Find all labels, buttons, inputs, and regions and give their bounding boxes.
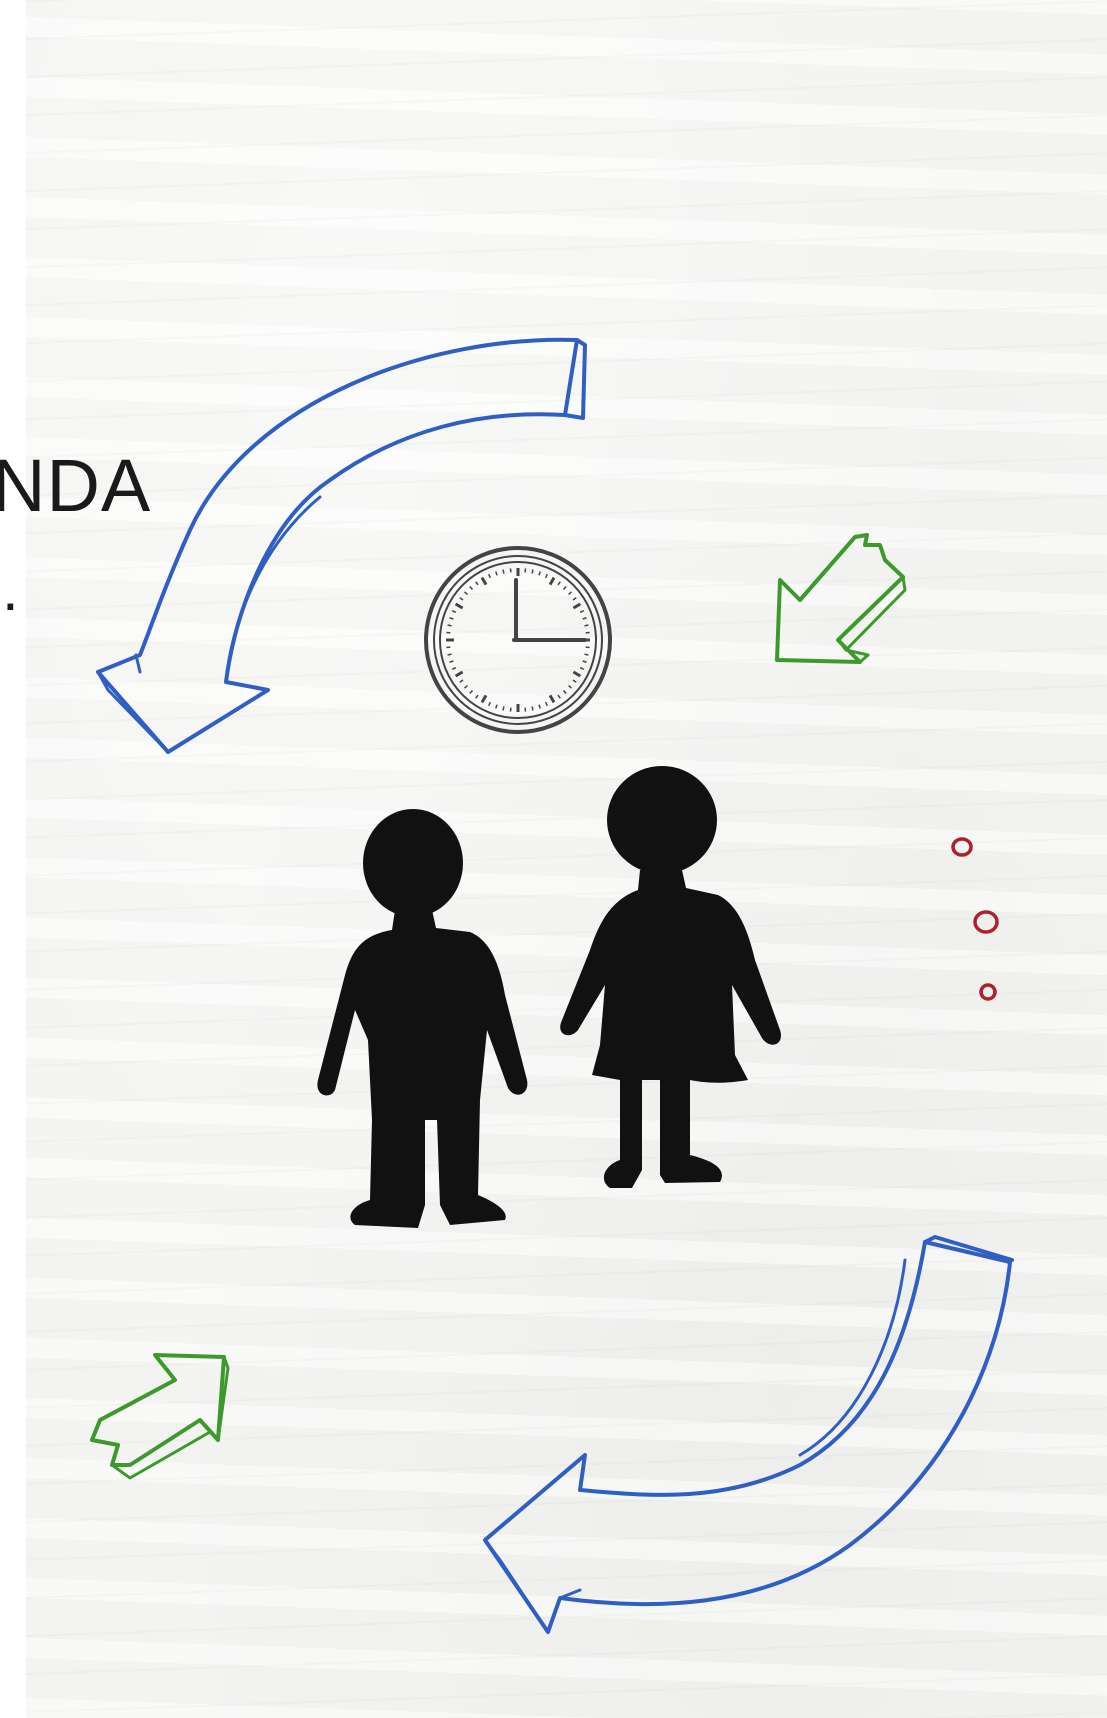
- clock-tick: [452, 668, 456, 670]
- clock-tick: [489, 702, 491, 706]
- clock-tick: [452, 611, 456, 613]
- clock-tick: [569, 592, 572, 595]
- girl-silhouette-icon: [560, 766, 781, 1188]
- clock-tick: [539, 705, 540, 709]
- boy-silhouette-icon: [317, 809, 527, 1228]
- clock-tick: [450, 661, 454, 662]
- clock-tick: [585, 625, 589, 626]
- clock-tick: [558, 695, 560, 698]
- clock-tick: [464, 686, 467, 689]
- clock-tick: [550, 695, 554, 702]
- arrow-icon: [777, 535, 905, 662]
- clock-tick: [546, 574, 548, 578]
- clock-tick: [573, 680, 576, 682]
- clock-tick: [450, 618, 454, 619]
- clock-tick: [573, 598, 576, 600]
- clock-tick: [448, 654, 452, 655]
- clock-tick: [496, 705, 497, 709]
- arrow-icon: [92, 1355, 228, 1478]
- clock-tick: [476, 582, 478, 585]
- clock-tick: [569, 686, 572, 689]
- thought-bubbles-icon: [953, 839, 997, 999]
- clock-tick: [460, 598, 463, 600]
- clock-tick: [585, 654, 589, 655]
- clock-tick: [448, 625, 452, 626]
- clock-tick: [558, 582, 560, 585]
- clock-tick: [482, 578, 486, 585]
- clock-tick: [550, 578, 554, 585]
- clock-tick: [564, 586, 567, 589]
- clock-tick: [456, 672, 463, 676]
- clock-tick: [539, 572, 540, 576]
- clock-tick: [532, 707, 533, 711]
- clock-tick: [476, 695, 478, 698]
- clock-tick: [464, 592, 467, 595]
- curved-arrow-icon: [98, 340, 585, 752]
- clock-tick: [580, 611, 584, 613]
- clock-tick: [503, 570, 504, 574]
- clock-tick: [489, 574, 491, 578]
- clock-tick: [460, 680, 463, 682]
- clock-tick: [583, 661, 587, 662]
- clock-tick: [564, 691, 567, 694]
- clock-tick: [456, 604, 463, 608]
- clock-tick: [470, 691, 473, 694]
- clock-tick: [503, 707, 504, 711]
- curved-arrow-icon: [485, 1237, 1012, 1632]
- clock-tick: [496, 572, 497, 576]
- clock-tick: [532, 570, 533, 574]
- clock-icon: [426, 548, 610, 732]
- clock-tick: [470, 586, 473, 589]
- clock-tick: [573, 672, 580, 676]
- clock-tick: [546, 702, 548, 706]
- clock-tick: [580, 668, 584, 670]
- clock-tick: [583, 618, 587, 619]
- clock-tick: [573, 604, 580, 608]
- clock-tick: [482, 695, 486, 702]
